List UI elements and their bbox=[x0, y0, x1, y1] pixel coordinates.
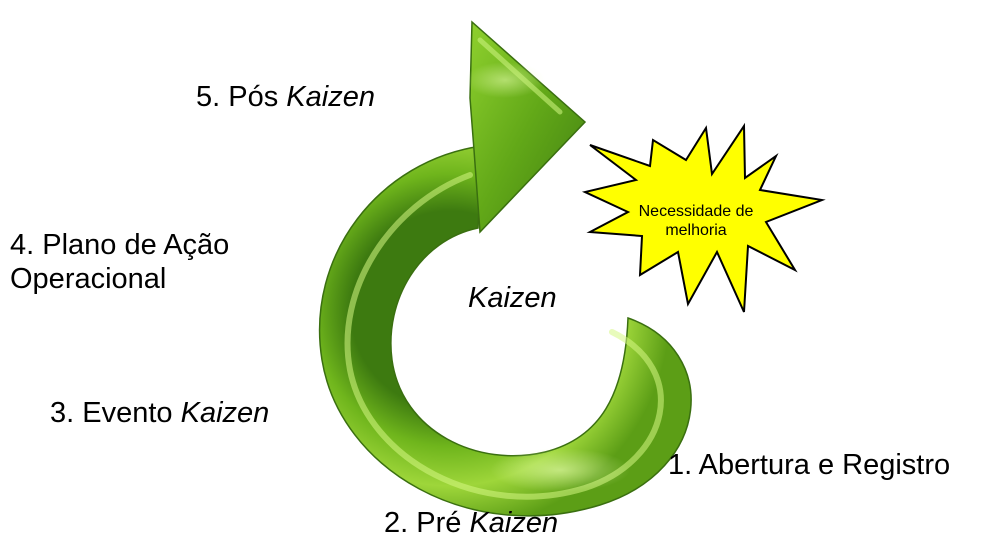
step-4-label: 4. Plano de Ação Operacional bbox=[10, 228, 229, 296]
step-3-number: 3. bbox=[50, 397, 75, 429]
arrow-head-shine bbox=[477, 37, 563, 115]
burst-label-line2: melhoria bbox=[665, 222, 727, 239]
step-3-text: Evento bbox=[82, 397, 173, 429]
step-5-label: 5. Pós Kaizen bbox=[196, 80, 375, 114]
arrow-glow-bottom bbox=[490, 448, 630, 492]
step-2-italic: Kaizen bbox=[469, 507, 559, 539]
center-label: Kaizen bbox=[468, 282, 557, 314]
burst-label-line1: Necessidade de bbox=[638, 203, 754, 220]
step-1-text: Abertura e Registro bbox=[698, 449, 951, 481]
step-1-number: 1. bbox=[668, 449, 693, 481]
step-4-number: 4. bbox=[10, 229, 35, 261]
need-improvement-burst bbox=[581, 122, 826, 313]
step-4-text: Plano de Ação bbox=[42, 229, 230, 261]
step-3-italic: Kaizen bbox=[180, 397, 270, 429]
arrow-highlight bbox=[344, 172, 664, 500]
step-5-number: 5. bbox=[196, 81, 221, 113]
step-4-text-line2: Operacional bbox=[10, 263, 167, 295]
step-1-label: 1. Abertura e Registro bbox=[668, 448, 950, 482]
cycle-arrow-head bbox=[469, 20, 587, 234]
step-2-number: 2. bbox=[384, 507, 409, 539]
step-2-label: 2. Pré Kaizen bbox=[384, 506, 558, 540]
arrow-glow-head bbox=[465, 62, 545, 98]
burst-label: Necessidade de melhoria bbox=[628, 202, 764, 240]
step-3-label: 3. Evento Kaizen bbox=[50, 396, 269, 430]
step-2-text: Pré bbox=[416, 507, 462, 539]
step-5-italic: Kaizen bbox=[286, 81, 375, 113]
step-5-text: Pós bbox=[228, 81, 279, 113]
